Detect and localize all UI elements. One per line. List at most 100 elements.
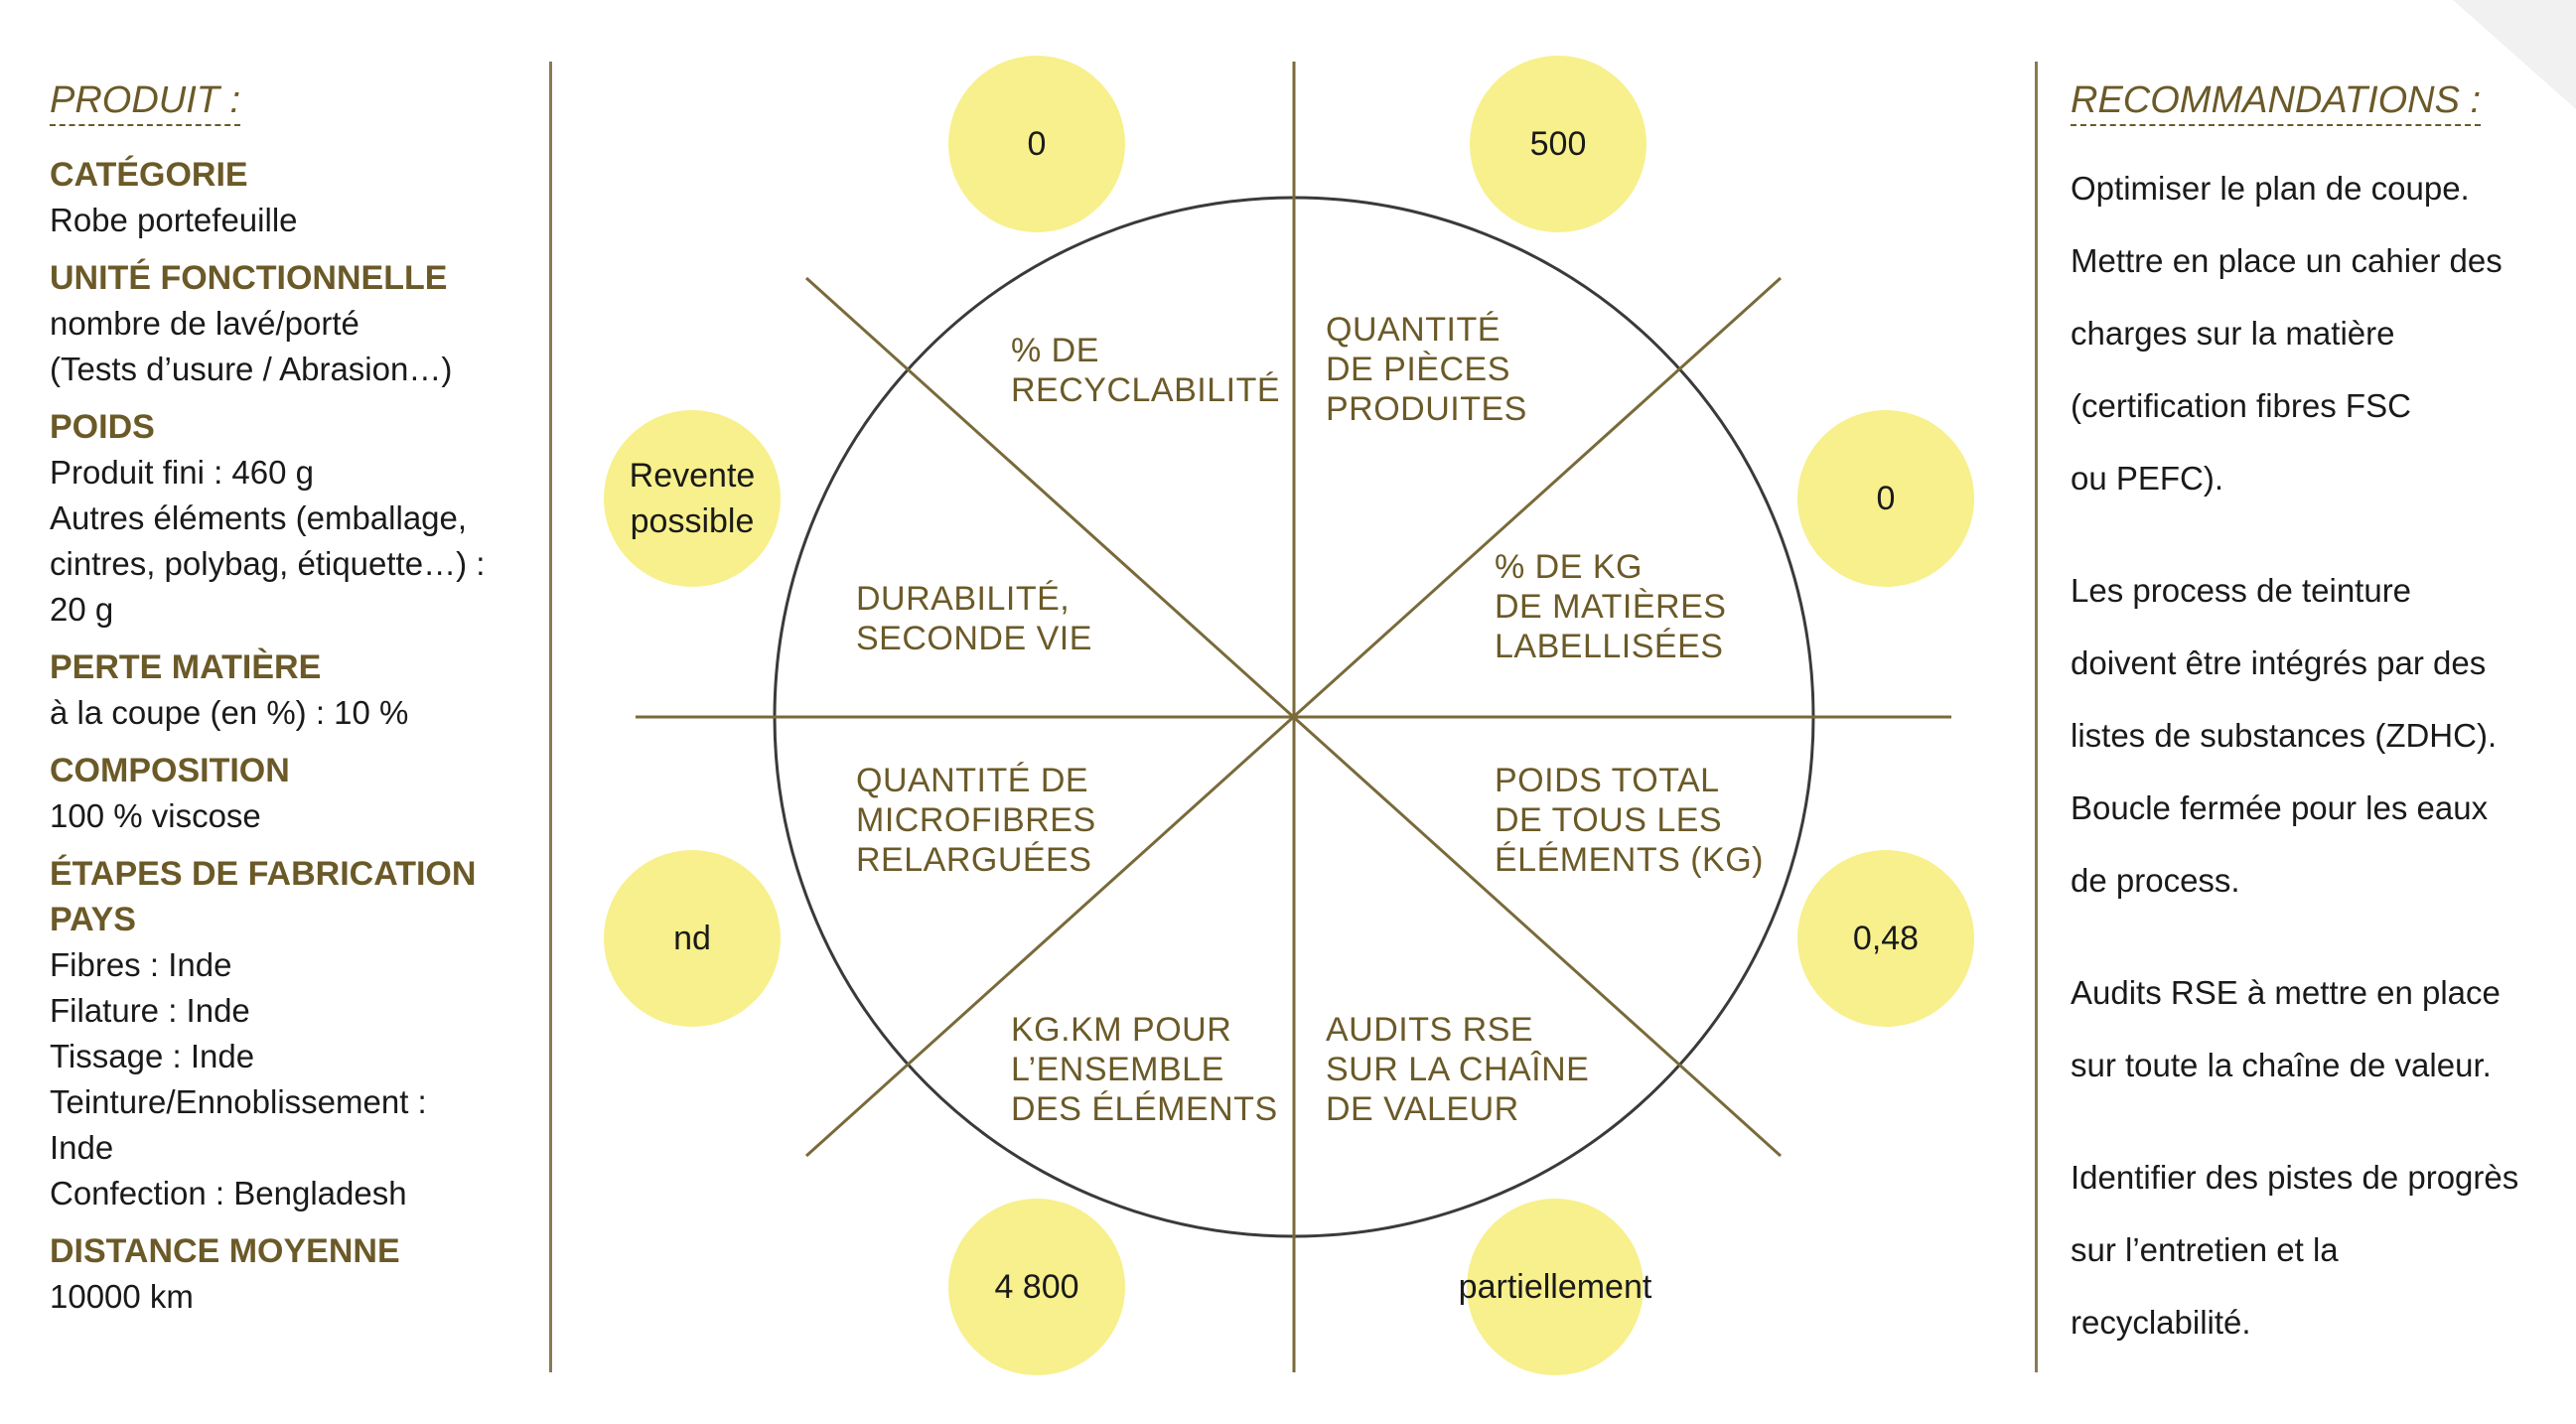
recommendation-line: ou PEFC). (2071, 460, 2224, 497)
product-field: DISTANCE MOYENNE 10000 km (50, 1228, 516, 1320)
value-bubble-total-weight: 0,48 (1797, 850, 1974, 1027)
segment-label-line: SECONDE VIE (856, 620, 1092, 657)
value-bubble-text: 0 (1876, 480, 1896, 517)
segment-label-durability: DURABILITÉ,SECONDE VIE (856, 579, 1092, 658)
recommendation-line: Optimiser le plan de coupe. (2071, 170, 2470, 207)
product-field-value: Fibres : Inde (50, 946, 232, 983)
segment-label-line: POIDS TOTAL (1495, 762, 1720, 799)
value-bubble-microfibres: nd (604, 850, 781, 1027)
product-field: UNITÉ FONCTIONNELLE nombre de lavé/porté (… (50, 255, 516, 392)
recommendation-paragraph: Les process de teinture doivent être inté… (2071, 554, 2557, 917)
value-bubble-text: 500 (1529, 125, 1587, 163)
product-field: CATÉGORIE Robe portefeuille (50, 152, 516, 243)
value-bubble-recyclability: 0 (948, 56, 1125, 232)
value-bubble-text: Revente (629, 457, 756, 495)
recommendation-line: listes de substances (ZDHC). (2071, 717, 2498, 754)
recommendation-line: recyclabilité. (2071, 1304, 2251, 1341)
segment-label-line: AUDITS RSE (1326, 1011, 1534, 1049)
product-field-label: POIDS (50, 408, 155, 446)
value-bubble-csr-audits: partiellement (1459, 1199, 1651, 1375)
product-field-value: 20 g (50, 591, 114, 628)
right-divider (2035, 62, 2038, 1372)
product-field: ÉTAPES DE FABRICATION (50, 851, 516, 897)
recommendation-line: Les process de teinture (2071, 572, 2412, 609)
product-field-value: Produit fini : 460 g (50, 454, 314, 491)
segment-label-line: DE MATIÈRES (1495, 588, 1727, 626)
segment-label-line: SUR LA CHAÎNE (1326, 1051, 1590, 1088)
product-field-value: Robe portefeuille (50, 202, 298, 238)
product-field-value: Filature : Inde (50, 992, 250, 1029)
product-field-value: Inde (50, 1129, 114, 1166)
product-field-value: cintres, polybag, étiquette…) : (50, 545, 486, 582)
segment-label-line: LABELLISÉES (1495, 628, 1724, 665)
product-field-label: UNITÉ FONCTIONNELLE (50, 259, 448, 297)
recommendation-paragraph: Optimiser le plan de coupe. Mettre en pla… (2071, 152, 2557, 514)
segment-label-line: QUANTITÉ DE (856, 762, 1089, 799)
value-bubble-text: partiellement (1458, 1268, 1652, 1306)
product-field-value: Teinture/Ennoblissement : (50, 1083, 427, 1120)
product-field-value: 10000 km (50, 1278, 194, 1315)
segment-label-line: RECYCLABILITÉ (1011, 371, 1281, 409)
recommendation-paragraph: Identifier des pistes de progrès sur l’en… (2071, 1141, 2557, 1358)
value-bubble-durability: Revente possible (604, 410, 781, 587)
segment-label-line: L’ENSEMBLE (1011, 1051, 1224, 1088)
segment-label-line: PRODUITES (1326, 390, 1527, 428)
segment-label-line: KG.KM POUR (1011, 1011, 1232, 1049)
value-bubble-text: possible (630, 502, 755, 540)
value-bubble-text: 0 (1027, 125, 1047, 163)
product-field-value: Tissage : Inde (50, 1038, 255, 1074)
product-field: PERTE MATIÈRE à la coupe (en %) : 10 % (50, 644, 516, 736)
recommendation-line: Identifier des pistes de progrès (2071, 1159, 2519, 1196)
product-field-label: ÉTAPES DE FABRICATION (50, 855, 477, 893)
segment-label-line: % DE (1011, 332, 1099, 369)
recommendations-panel: RECOMMANDATIONS : Optimiser le plan de c… (2071, 79, 2557, 1398)
recommendation-line: charges sur la matière (2071, 315, 2395, 352)
segment-label-line: DES ÉLÉMENTS (1011, 1090, 1278, 1128)
segment-label-line: DE VALEUR (1326, 1090, 1519, 1128)
recommendation-line: Boucle fermée pour les eaux (2071, 789, 2489, 826)
product-field-label: CATÉGORIE (50, 156, 248, 194)
product-field-label: PERTE MATIÈRE (50, 648, 322, 686)
recommendation-line: doivent être intégrés par des (2071, 644, 2487, 681)
product-field-value: Confection : Bengladesh (50, 1175, 407, 1211)
product-title: PRODUIT : (50, 79, 241, 126)
product-field-value: (Tests d’usure / Abrasion…) (50, 351, 453, 387)
segment-label-line: DURABILITÉ, (856, 580, 1071, 618)
value-bubble-text: 0,48 (1852, 920, 1920, 957)
recommendation-line: Mettre en place un cahier des (2071, 242, 2503, 279)
product-field-value: nombre de lavé/porté (50, 305, 359, 342)
product-field: POIDS Produit fini : 460 g Autres éléments… (50, 404, 516, 633)
left-divider (549, 62, 552, 1372)
product-field-label: DISTANCE MOYENNE (50, 1232, 400, 1270)
segment-label-line: % DE KG (1495, 548, 1643, 586)
value-bubble-text: 4 800 (994, 1268, 1079, 1306)
product-field-label: PAYS (50, 901, 136, 938)
product-field-value: Autres éléments (emballage, (50, 499, 468, 536)
value-bubble-text: nd (673, 920, 711, 957)
recommendations-title: RECOMMANDATIONS : (2071, 79, 2482, 126)
recommendation-line: Audits RSE à mettre en place (2071, 974, 2501, 1011)
segment-label-line: ÉLÉMENTS (KG) (1495, 841, 1764, 879)
product-field-value: 100 % viscose (50, 797, 261, 834)
value-bubble-labelled-materials: 0 (1797, 410, 1974, 587)
product-field-value: à la coupe (en %) : 10 % (50, 694, 409, 731)
segment-label-line: RELARGUÉES (856, 841, 1092, 879)
recommendation-line: de process. (2071, 862, 2240, 899)
segment-label-line: MICROFIBRES (856, 801, 1096, 839)
segment-label-line: QUANTITÉ (1326, 311, 1501, 349)
recommendation-line: sur l’entretien et la (2071, 1231, 2339, 1268)
